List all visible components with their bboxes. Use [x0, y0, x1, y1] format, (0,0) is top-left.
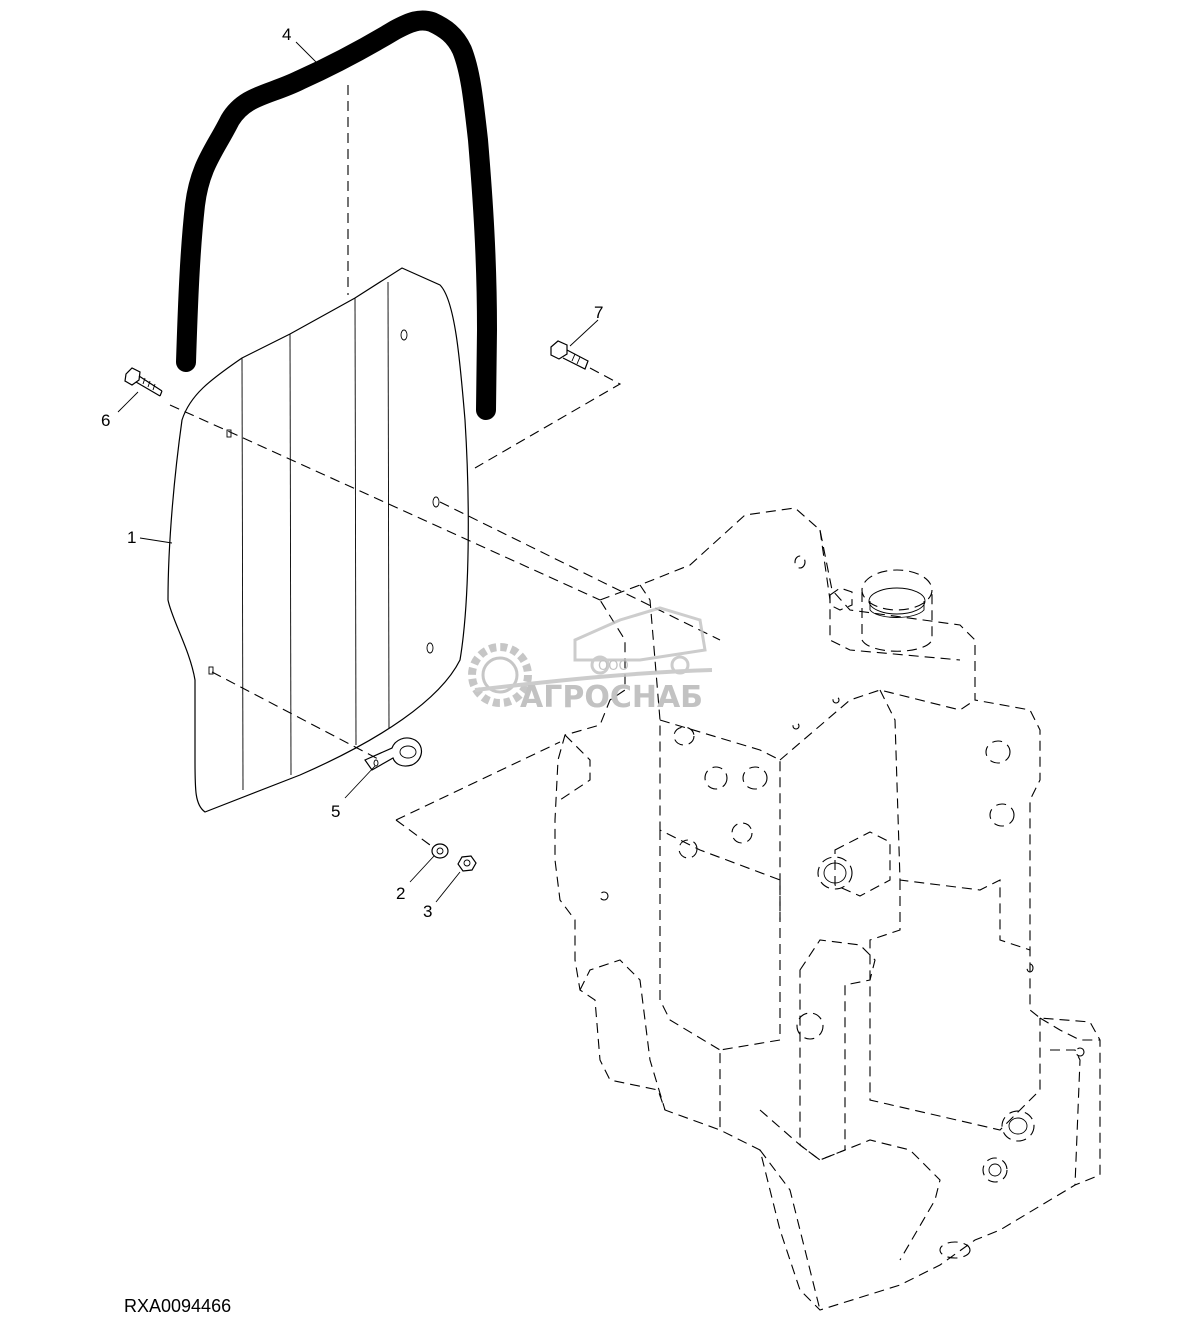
- assembly-lines: [169, 367, 721, 846]
- callout-1: 1: [127, 528, 136, 547]
- clamp-part-5: [364, 737, 422, 771]
- bolt-part-6: [124, 367, 163, 397]
- callout-7: 7: [594, 303, 603, 322]
- bolt-part-7: [550, 340, 589, 370]
- hose-part-4: [176, 10, 497, 420]
- housing-assembly: [554, 507, 1101, 1311]
- washer-part-2: [431, 843, 449, 859]
- watermark-prefix: ООО: [598, 659, 629, 674]
- callout-3: 3: [423, 902, 432, 921]
- nut-part-3: [457, 855, 477, 872]
- callout-2: 2: [396, 884, 405, 903]
- leader-lines: [117, 41, 599, 903]
- callout-4: 4: [282, 25, 291, 44]
- watermark-logo: ООО АГРОСНАБ: [468, 606, 713, 715]
- reference-code: RXA0094466: [124, 1296, 231, 1316]
- callout-5: 5: [331, 802, 340, 821]
- callout-6: 6: [101, 411, 110, 430]
- panel-part-1: [167, 267, 469, 813]
- watermark-brand: АГРОСНАБ: [520, 680, 703, 715]
